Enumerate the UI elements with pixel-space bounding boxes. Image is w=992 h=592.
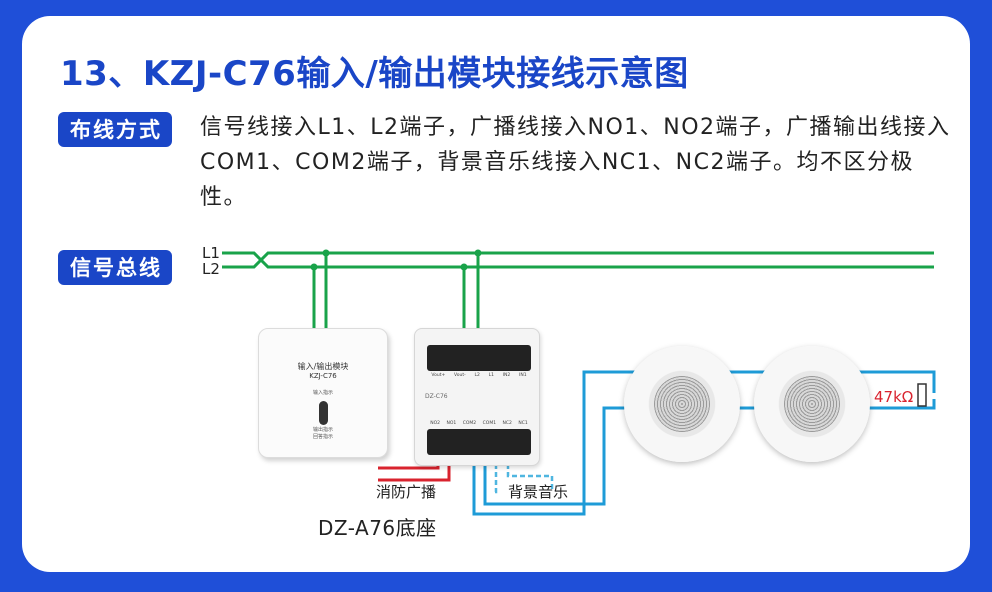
background-music-lines <box>492 448 554 494</box>
speaker-grille <box>654 376 710 432</box>
page-title: 13、KZJ-C76输入/输出模块接线示意图 <box>60 54 689 94</box>
module-model: KZJ-C76 <box>309 372 337 380</box>
terminal-label: NO1 <box>446 421 457 426</box>
base-small-model: DZ-C76 <box>425 393 448 400</box>
terminal-label: NO2 <box>430 421 441 426</box>
module-title: 输入/输出模块 <box>297 362 349 371</box>
terminal-label: IN2 <box>502 373 511 378</box>
fire-broadcast-label: 消防广播 <box>376 483 437 501</box>
bus-junction <box>474 249 482 257</box>
base-bottom-terminal-labels: NO2 NO1 COM2 COM1 NC2 NC1 <box>427 421 531 426</box>
terminal-label: NC1 <box>518 421 528 426</box>
dz-a76-base: Vout+ Vout- L2 L1 IN2 IN1 DZ-C76 NO2 NO1… <box>414 328 540 466</box>
speaker-grille <box>784 376 840 432</box>
diagram-card: 13、KZJ-C76输入/输出模块接线示意图 布线方式 信号线接入L1、L2端子… <box>22 16 970 572</box>
io-module: 输入/输出模块 KZJ-C76 输入指示 输出指示 回答指示 <box>258 328 388 458</box>
terminal-label: L2 <box>474 373 480 378</box>
bus-label-l1: L1 <box>202 244 220 262</box>
speaker-icon <box>624 346 740 462</box>
background-music-label: 背景音乐 <box>508 483 569 501</box>
terminal-label: COM1 <box>482 421 497 426</box>
bus-line-l2 <box>222 251 934 269</box>
signal-bus-tag: 信号总线 <box>58 250 172 285</box>
bus-label-l2: L2 <box>202 260 220 278</box>
wiring-description: 信号线接入L1、L2端子，广播线接入NO1、NO2端子，广播输出线接入COM1、… <box>200 115 951 210</box>
terminal-label: Vout- <box>454 373 466 378</box>
bus-junction <box>460 263 468 271</box>
module-output-indicator-label: 输出指示 回答指示 <box>312 427 333 440</box>
resistor-label: 47kΩ <box>874 388 914 406</box>
terminal-block-icon <box>427 345 531 371</box>
bus-junction <box>322 249 330 257</box>
base-name-label: DZ-A76底座 <box>318 516 437 540</box>
base-top-terminal-labels: Vout+ Vout- L2 L1 IN2 IN1 <box>427 373 531 378</box>
speaker-output-lines <box>472 370 936 516</box>
terminal-label: Vout+ <box>431 373 446 378</box>
terminal-label: COM2 <box>462 421 477 426</box>
speaker-icon <box>754 346 870 462</box>
bus-junction <box>310 263 318 271</box>
module-status-led-icon <box>319 401 328 425</box>
wiring-diagram <box>222 249 936 516</box>
terminal-block-icon <box>427 429 531 455</box>
module-input-indicator-label: 输入指示 <box>312 390 333 396</box>
resistor-icon <box>917 383 927 407</box>
wiring-method-tag: 布线方式 <box>58 112 172 147</box>
terminal-label: IN1 <box>519 373 527 378</box>
terminal-label: L1 <box>488 373 494 378</box>
terminal-label: NC2 <box>502 421 512 426</box>
